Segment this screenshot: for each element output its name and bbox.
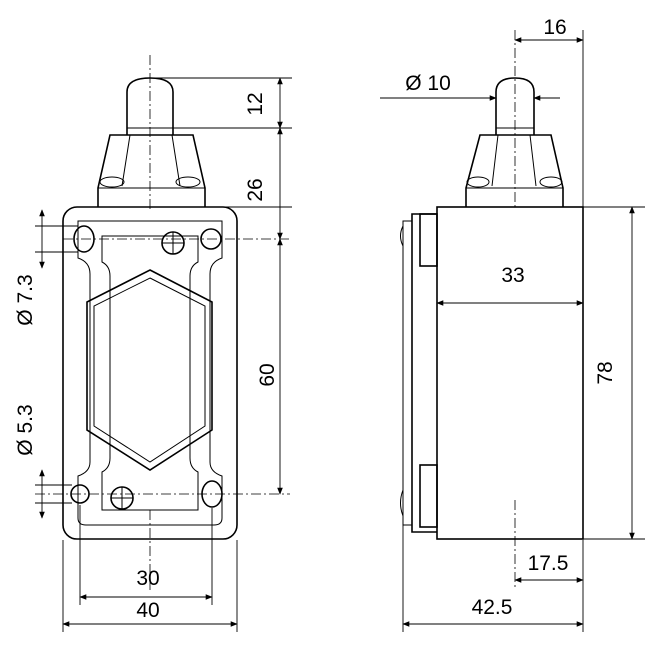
- dim-mount-height: 60: [256, 363, 279, 386]
- dim-hole-upper-diameter: Ø 7.3: [14, 274, 37, 325]
- side-plunger: [495, 77, 535, 135]
- dim-head-height: 26: [244, 178, 267, 201]
- side-screw-heads: [400, 225, 404, 517]
- side-head-roller-right: [539, 176, 563, 188]
- side-lower-lug: [419, 464, 438, 528]
- front-recess: [101, 235, 199, 511]
- front-mounting-plate: [77, 220, 223, 526]
- dim-plunger-diameter: Ø 10: [405, 72, 451, 95]
- dim-bottom-offset: 17.5: [528, 552, 569, 575]
- dim-mount-width: 30: [136, 567, 159, 590]
- dim-body-width: 40: [136, 599, 159, 622]
- side-head-roller-left: [466, 176, 490, 188]
- front-head-roller-right: [175, 176, 201, 188]
- front-screw-upper: [161, 231, 185, 255]
- side-cover-edge: [402, 220, 413, 526]
- front-view: 12 26 60 Ø 7.3 Ø 5.3 30 40: [14, 55, 292, 632]
- front-hex-window: [86, 269, 213, 471]
- side-upper-lug: [419, 213, 438, 267]
- side-head: [465, 134, 564, 207]
- dim-plunger-length: 12: [244, 92, 267, 115]
- dim-body-height: 78: [594, 361, 617, 384]
- front-head-inner: [98, 134, 205, 189]
- front-head-roller-left: [99, 176, 125, 188]
- side-view: 16 Ø 10 33 78 17.5 42.5: [380, 16, 645, 632]
- dim-side-depth: 33: [501, 264, 524, 287]
- dim-plunger-offset: 16: [543, 16, 566, 39]
- front-screw-lower: [110, 486, 134, 510]
- dim-hole-lower-diameter: Ø 5.3: [14, 404, 37, 455]
- side-cover: [411, 213, 437, 533]
- side-body-outline: [436, 206, 584, 540]
- front-body-outline: [62, 206, 238, 540]
- side-head-inner: [466, 134, 563, 189]
- front-head: [97, 134, 206, 207]
- dim-total-depth: 42.5: [472, 596, 513, 619]
- front-hex-window-inner: [93, 277, 206, 463]
